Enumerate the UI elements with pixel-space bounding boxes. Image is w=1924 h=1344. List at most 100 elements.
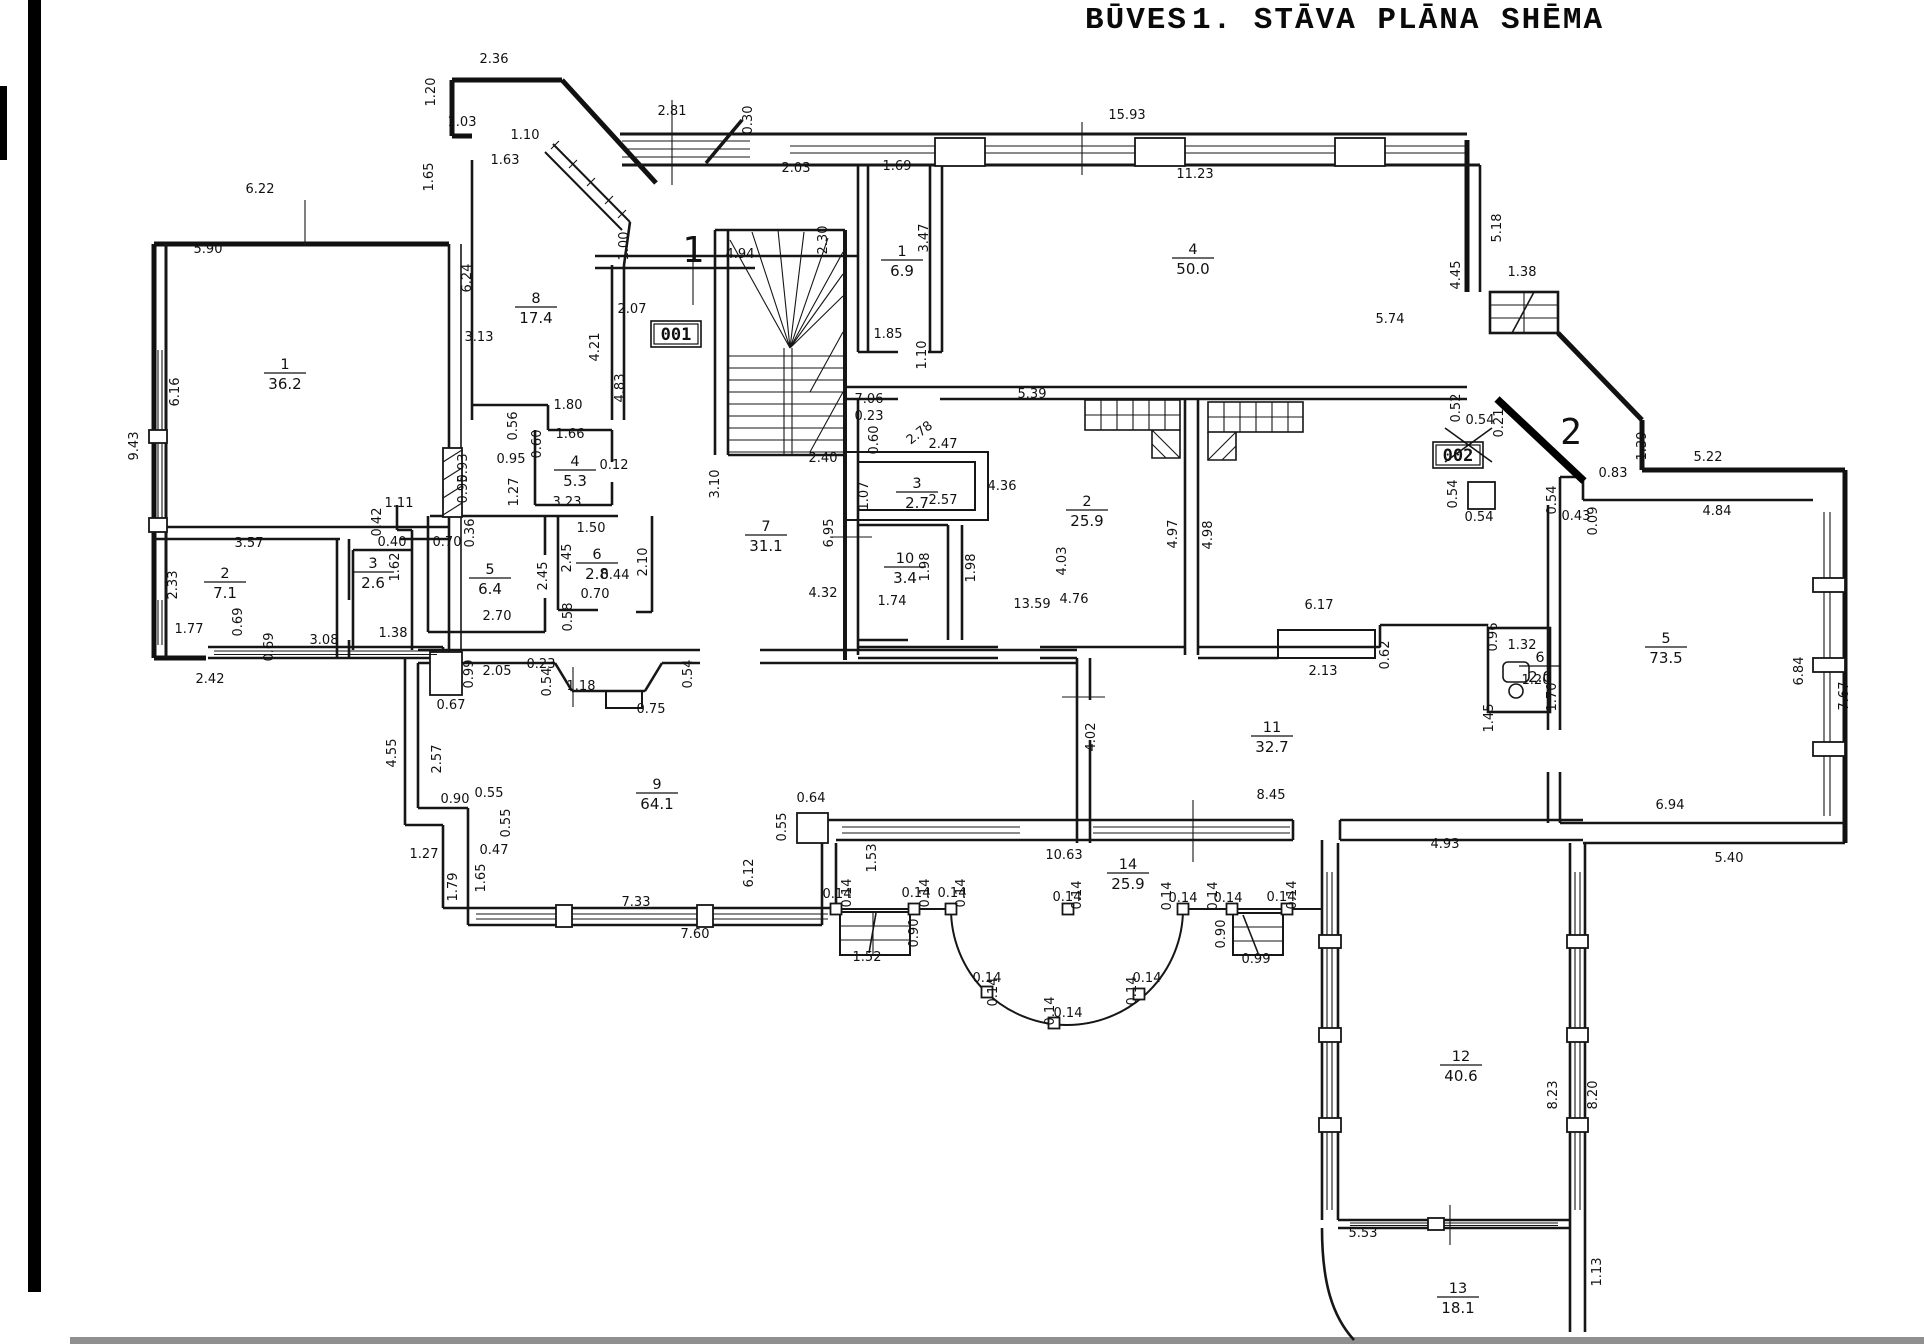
dim-label: 0.99 [1242,952,1271,967]
room-labels: 136.2817.416.9450.027.132.656.462.845.37… [204,242,1687,1317]
dim-label: 0.14 [954,879,969,908]
dim-label: 4.55 [385,739,400,768]
room-area: 6.9 [890,262,914,280]
dim-label: 0.44 [601,568,630,583]
dim-label: 1.98 [964,554,979,583]
dim-label: 0.14 [1285,881,1300,910]
dim-label: 0.14 [1043,997,1058,1026]
dim-label: 1.03 [448,115,477,130]
node-mark: 001 [661,325,692,345]
dim-label: 8.45 [1257,788,1286,803]
dim-label: 0.99 [462,660,477,689]
title-part1: BŪVES [1085,2,1188,38]
dim-label: 7.67 [1837,682,1852,711]
dim-label: 3.47 [917,224,932,253]
dim-label: 0.43 [1562,509,1591,524]
dim-label: 1.98 [918,553,933,582]
dim-label: 1.70 [1545,683,1560,712]
dim-label: 3.13 [465,330,494,345]
terrace-layer [829,902,1322,1030]
dim-label: 3.57 [235,536,264,551]
dim-label: 1.69 [883,159,912,174]
room-area: 2.7 [905,494,929,512]
dim-label: 5.40 [1715,851,1744,866]
room-number: 1 [897,244,906,260]
dim-label: 1.79 [446,873,461,902]
dim-label: 13.59 [1013,597,1050,612]
dim-label: 0.67 [437,698,466,713]
dim-label: 0.14 [1133,971,1162,986]
dim-label: 0.40 [378,535,407,550]
room-area: 40.6 [1444,1067,1477,1085]
room-number: 8 [531,291,540,307]
dim-label: 0.64 [797,791,826,806]
dim-label: 5.53 [1349,1226,1378,1241]
dim-label: 2.05 [483,664,512,679]
ticks-layer [304,100,1451,1245]
dim-label: 0.55 [775,813,790,842]
room-number: 9 [652,777,661,793]
dim-label: 0.54 [540,668,555,697]
dim-label: 0.36 [463,519,478,548]
dim-label: 0.21 [1492,409,1507,438]
room-number: 14 [1119,857,1137,873]
dim-label: 0.70 [433,535,462,550]
room-number: 1 [280,357,289,373]
dim-label: 2.10 [636,548,651,577]
dim-label: 1.85 [874,327,903,342]
dim-label: 1.50 [577,521,606,536]
room-area: 5.3 [563,472,587,490]
room-number: 2 [220,566,229,582]
dim-label: 1.63 [491,153,520,168]
dim-label: 2.30 [816,226,831,255]
dim-label: 0.55 [499,809,514,838]
room-number: 12 [1452,1049,1470,1065]
dim-label: 0.14 [1070,881,1085,910]
dim-label: 0.14 [1267,890,1296,905]
room-number: 7 [761,519,770,535]
dim-label: 1.27 [507,478,522,507]
room-number: 2 [1082,494,1091,510]
dim-label: 1.65 [422,163,437,192]
dim-label: 0.54 [681,660,696,689]
dim-label: 0.55 [475,786,504,801]
dim-label: 1.27 [410,847,439,862]
dim-label: 1.07 [857,482,872,511]
dim-label: 0.14 [1169,891,1198,906]
dim-label: 0.54 [1466,413,1495,428]
dim-label: 6.84 [1792,657,1807,686]
dim-label: 1.38 [1508,265,1537,280]
room-number: 13 [1449,1281,1467,1297]
dimension-labels: 6.225.901.656.169.432.361.201.031.101.63… [127,52,1852,1286]
dim-label: 0.69 [262,633,277,662]
dim-label: 0.14 [1160,882,1175,911]
dim-label: 2.45 [536,562,551,591]
dim-label: 0.70 [581,587,610,602]
dim-label: 0.14 [1206,882,1221,911]
dim-label: 8.23 [1546,1081,1561,1110]
dim-label: 0.14 [840,879,855,908]
dim-label: 0.75 [637,702,666,717]
dim-label: 2.13 [1309,664,1338,679]
dim-label: 0.95 [497,452,526,467]
stairs-layer [622,118,1560,956]
title-part2: 1. STĀVA PLĀNA SHĒMA [1192,3,1604,38]
node-mark-box [650,320,702,348]
dim-label: 6.16 [168,378,183,407]
dim-label: 5.22 [1694,450,1723,465]
room-area: 32.7 [1255,738,1288,756]
dim-label: 4.94 [726,247,755,262]
dim-label: 4.76 [1060,592,1089,607]
dim-label: 1.53 [865,844,880,873]
dim-label: 4.45 [1449,261,1464,290]
walls-layer [151,77,1848,1341]
dim-label: 1.38 [379,626,408,641]
dim-label: 0.14 [1053,890,1082,905]
dim-label: 1.80 [554,398,583,413]
dim-label: 5.90 [194,242,223,257]
dim-label: 0.54 [1545,486,1560,515]
node-mark-box-inner [1435,444,1481,466]
dim-label: 1.65 [474,864,489,893]
dim-label: 1.18 [567,679,596,694]
